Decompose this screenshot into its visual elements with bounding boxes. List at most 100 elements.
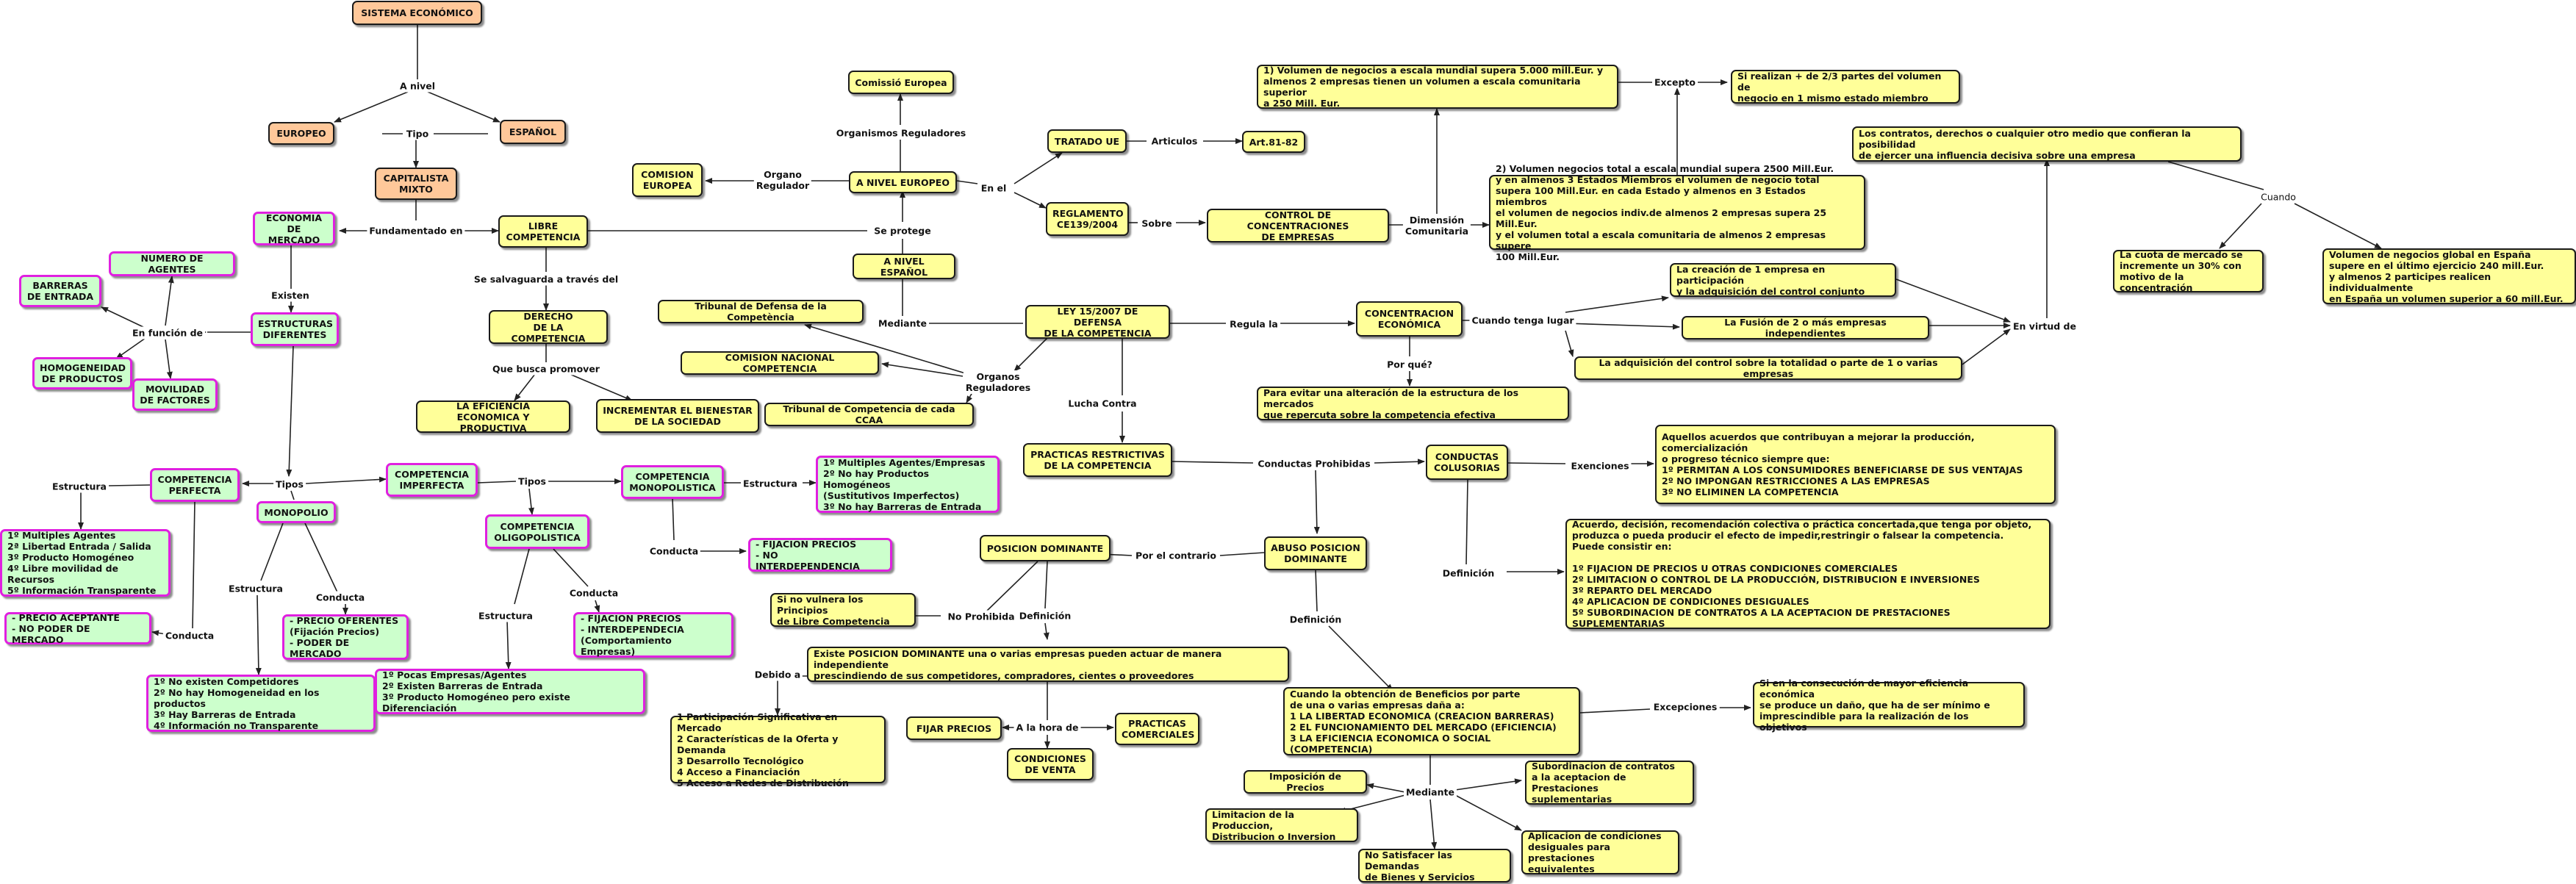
node-economia-mercado[interactable]: ECONOMIA DE MERCADO [253, 212, 335, 245]
link [1219, 552, 1265, 556]
node-existe-posicion[interactable]: Existe POSICION DOMINANTE una o varias e… [807, 647, 1289, 682]
link [1579, 708, 1651, 714]
node-precio-aceptante[interactable]: - PRECIO ACEPTANTE - NO PODER DE MERCADO [4, 612, 151, 645]
node-exenciones-text[interactable]: Aquellos acuerdos que contribuyan a mejo… [1655, 425, 2056, 504]
node-nivel-espanol[interactable]: A NIVEL ESPAÑOL [853, 254, 955, 279]
link [1454, 778, 1522, 791]
label-estructura-oligo: Estructura [476, 609, 535, 622]
node-reglamento[interactable]: REGLAMENTO CE139/2004 [1046, 202, 1129, 236]
label-regula: Regula la [1227, 317, 1280, 331]
node-cuota-mercado[interactable]: La cuota de mercado se incremente un 30%… [2113, 249, 2264, 293]
node-comissio-europea[interactable]: Comissió Europea [848, 71, 954, 94]
link [553, 548, 589, 587]
node-para-evitar[interactable]: Para evitar una alteración de la estruct… [1257, 387, 1569, 420]
node-practicas-comerciales[interactable]: PRACTICAS COMERCIALES [1115, 713, 1199, 745]
label-por-que: Por qué? [1385, 358, 1435, 371]
node-monopolio-estructura[interactable]: 1º No existen Competidores 2º No hay Hom… [146, 675, 376, 732]
node-participacion[interactable]: 1 Participación Significativa en Mercado… [670, 711, 886, 788]
link [1044, 561, 1048, 609]
node-control-concentraciones[interactable]: CONTROL DE CONCENTRACIONES DE EMPRESAS [1207, 209, 1389, 242]
node-tribunal-defensa[interactable]: Tribunal de Defensa de la Competència [658, 300, 864, 323]
node-fijar-precios[interactable]: FIJAR PRECIOS [906, 716, 1002, 740]
node-practicas-restrictivas[interactable]: PRACTICAS RESTRICTIVAS DE LA COMPETENCIA [1023, 443, 1172, 477]
label-estructura-perfecta: Estructura [50, 480, 109, 493]
node-posicion-dominante[interactable]: POSICION DOMINANTE [980, 535, 1111, 561]
label-debido: Debido a [752, 668, 803, 681]
node-tratado-ue[interactable]: TRATADO UE [1047, 129, 1127, 153]
node-definicion-colusorias[interactable]: Acuerdo, decisión, recomendación colecti… [1565, 519, 2051, 629]
node-volumen-espana[interactable]: Volumen de negocios global en España sup… [2322, 248, 2576, 304]
node-monopolistica-estructura[interactable]: 1º Multiples Agentes/Empresas 2º No hay … [816, 456, 1000, 513]
node-capitalista-mixto[interactable]: CAPITALISTA MIXTO [375, 168, 457, 200]
node-excepto-text[interactable]: Si realizan + de 2/3 partes del volumen … [1731, 70, 1960, 104]
node-volumen-2[interactable]: 2) Volumen negocios total a escala mundi… [1489, 163, 1865, 262]
link [334, 91, 409, 123]
node-oligo-estructura[interactable]: 1º Pocas Empresas/Agentes 2º Existen Bar… [375, 669, 645, 714]
node-oligo-conducta[interactable]: - FIJACION PRECIOS - INTERDEPENDECIA (Co… [573, 612, 733, 658]
link [514, 548, 530, 605]
node-precio-oferentes[interactable]: - PRECIO OFERENTES (Fijación Precios) - … [282, 614, 409, 660]
node-competencia-imperfecta[interactable]: COMPETENCIA IMPERFECTA [386, 463, 478, 497]
node-espanol[interactable]: ESPAÑOL [500, 120, 566, 144]
label-en-virtud: En virtud de [2011, 320, 2078, 333]
node-competencia-perfecta[interactable]: COMPETENCIA PERFECTA [150, 468, 240, 502]
node-subordinacion[interactable]: Subordinacion de contratos a la aceptaci… [1525, 761, 1694, 805]
node-competencia-monopolistica[interactable]: COMPETENCIA MONOPOLISTICA [621, 465, 724, 499]
link [881, 362, 964, 377]
node-no-satisfacer[interactable]: No Satisfacer las Demandas de Bienes y S… [1358, 849, 1511, 883]
node-movilidad[interactable]: MOVILIDAD DE FACTORES [132, 378, 218, 411]
node-si-no-vulnera[interactable]: Si no vulnera los Principios de Libre Co… [770, 593, 916, 627]
node-fusion[interactable]: La Fusión de 2 o más empresas independie… [1682, 316, 1929, 339]
node-eficiencia[interactable]: LA EFICIENCIA ECONOMICA Y PRODUCTIVA [416, 400, 570, 434]
node-abuso-posicion[interactable]: ABUSO POSICION DOMINANTE [1264, 536, 1367, 570]
link [260, 522, 284, 581]
node-cuando-beneficios[interactable]: Cuando la obtención de Beneficios por pa… [1283, 687, 1580, 755]
link [108, 484, 151, 486]
label-conducta-monopolio: Conducta [313, 591, 367, 604]
link [1507, 462, 1566, 464]
node-comision-europea[interactable]: COMISION EUROPEA [632, 163, 703, 197]
node-sistema-economico[interactable]: SISTEMA ECONÓMICO [352, 1, 482, 25]
node-imposicion-precios[interactable]: Imposición de Precios [1244, 770, 1367, 794]
node-libre-competencia[interactable]: LIBRE COMPETENCIA [498, 215, 588, 248]
node-aplicacion-condiciones[interactable]: Aplicacion de condiciones desiguales par… [1521, 830, 1679, 874]
link [1565, 330, 1574, 357]
node-homogeneidad[interactable]: HOMOGENEIDAD DE PRODUCTOS [32, 357, 132, 389]
node-tribunal-ccaa[interactable]: Tribunal de Competencia de cada CCAA [764, 403, 974, 426]
node-comision-nacional[interactable]: COMISION NACIONAL COMPETENCIA [681, 351, 879, 375]
node-competencia-oligopolistica[interactable]: COMPETENCIA OLIGOPOLISTICA [485, 514, 589, 549]
link [1374, 459, 1425, 465]
node-si-consecucion[interactable]: Si en la consecución de mayor eficiencia… [1753, 678, 2025, 733]
node-bienestar[interactable]: INCREMENTAR EL BIENESTAR DE LA SOCIEDAD [596, 399, 759, 433]
link [2167, 161, 2264, 190]
node-derecho-competencia[interactable]: DERECHO DE LA COMPETENCIA [489, 310, 608, 344]
link [1962, 328, 2011, 365]
link [1313, 470, 1320, 534]
node-contratos[interactable]: Los contratos, derechos o cualquier otro… [1852, 126, 2242, 162]
link [1013, 152, 1063, 184]
node-art-81-82[interactable]: Art.81-82 [1242, 131, 1305, 153]
node-volumen-1[interactable]: 1) Volumen de negocios a escala mundial … [1257, 65, 1618, 109]
link [290, 490, 295, 500]
link [528, 488, 534, 515]
link [1366, 783, 1406, 793]
node-condiciones-venta[interactable]: CONDICIONES DE VENTA [1007, 748, 1094, 780]
node-ley-15-2007[interactable]: LEY 15/2007 DE DEFENSA DE LA COMPETENCIA [1025, 305, 1170, 339]
node-estructuras-diferentes[interactable]: ESTRUCTURAS DIFERENTES [251, 312, 339, 346]
node-barreras-entrada[interactable]: BARRERAS DE ENTRADA [19, 275, 101, 307]
node-europeo[interactable]: EUROPEO [268, 122, 334, 145]
node-adquisicion-control[interactable]: La adquisición del control sobre la tota… [1574, 356, 1962, 380]
node-monopolio[interactable]: MONOPOLIO [256, 501, 336, 523]
node-nivel-europeo[interactable]: A NIVEL EUROPEO [849, 171, 957, 193]
link [1895, 279, 2011, 323]
label-dimension: Dimensión Comunitaria [1402, 214, 1471, 237]
node-monopolistica-conducta[interactable]: - FIJACION PRECIOS - NO INTERDEPENDENCIA [748, 538, 892, 572]
node-perfecta-estructura[interactable]: 1º Multiples Agentes 2ª Libertad Entrada… [0, 529, 171, 597]
node-limitacion-produccion[interactable]: Limitacion de la Produccion, Distribucio… [1205, 808, 1358, 842]
node-concentracion-economica[interactable]: CONCENTRACION ECONÓMICA [1356, 301, 1463, 337]
label-cuando: Cuando [2259, 190, 2298, 204]
node-creacion-empresa[interactable]: La creación de 1 empresa en participació… [1670, 263, 1896, 297]
node-conductas-colusorias[interactable]: CONDUCTAS COLUSORIAS [1426, 445, 1508, 480]
label-articulos: Articulos [1149, 134, 1200, 148]
node-numero-agentes[interactable]: NUMERO DE AGENTES [109, 251, 235, 276]
